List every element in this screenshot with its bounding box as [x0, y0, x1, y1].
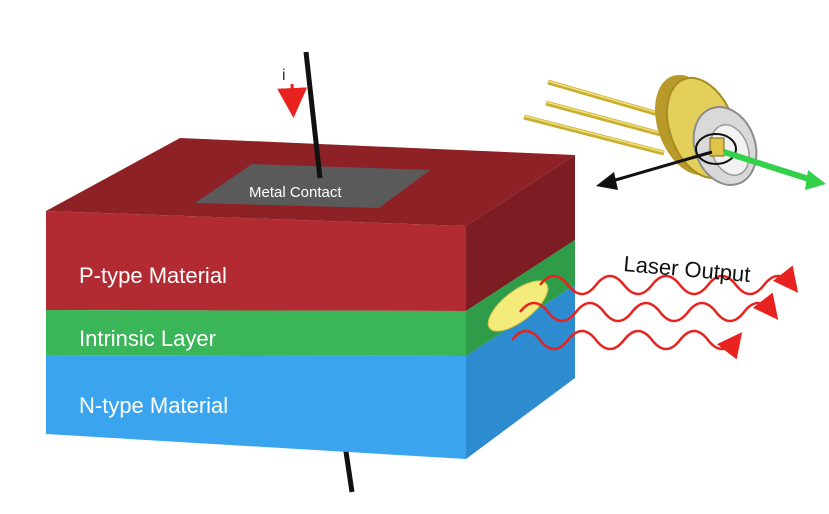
package-pin-bottom	[523, 114, 665, 156]
metal-contact-label: Metal Contact	[249, 184, 342, 201]
package-pin-bottom-highlight	[523, 115, 665, 153]
metal-contact-pad	[195, 164, 430, 208]
wave-middle	[519, 292, 779, 323]
package-pin-top-highlight	[547, 80, 673, 118]
package-pin-middle	[545, 100, 669, 139]
semiconductor-block	[46, 138, 575, 459]
package-pin-middle-highlight	[545, 101, 669, 136]
upper-wire	[303, 51, 323, 179]
wave-bottom	[511, 329, 743, 360]
current-label: i	[282, 67, 286, 84]
emission-spot	[487, 280, 549, 332]
laser-output-waves	[511, 265, 799, 360]
n-layer-front	[46, 355, 466, 459]
intrinsic-layer-front	[46, 310, 466, 356]
package-die-highlight-ring	[695, 133, 737, 165]
p-type-label: P-type Material	[79, 263, 227, 288]
green-beam-head	[805, 170, 826, 190]
intrinsic-label: Intrinsic Layer	[79, 326, 216, 351]
package-die	[709, 137, 725, 157]
package-pin-top	[547, 79, 673, 121]
pointer-arrow-head	[596, 172, 618, 190]
laser-output-label: Laser Output	[623, 251, 752, 287]
wave-top	[539, 265, 799, 296]
p-layer-side	[466, 155, 575, 311]
n-type-label: N-type Material	[79, 393, 228, 418]
green-beam	[723, 149, 813, 183]
laser-diode-package-icon	[523, 74, 826, 190]
p-layer-front	[46, 211, 466, 311]
current-arrow	[277, 83, 308, 118]
lower-wire	[342, 444, 355, 493]
n-layer-side	[466, 285, 575, 459]
pointer-arrow	[611, 150, 713, 183]
